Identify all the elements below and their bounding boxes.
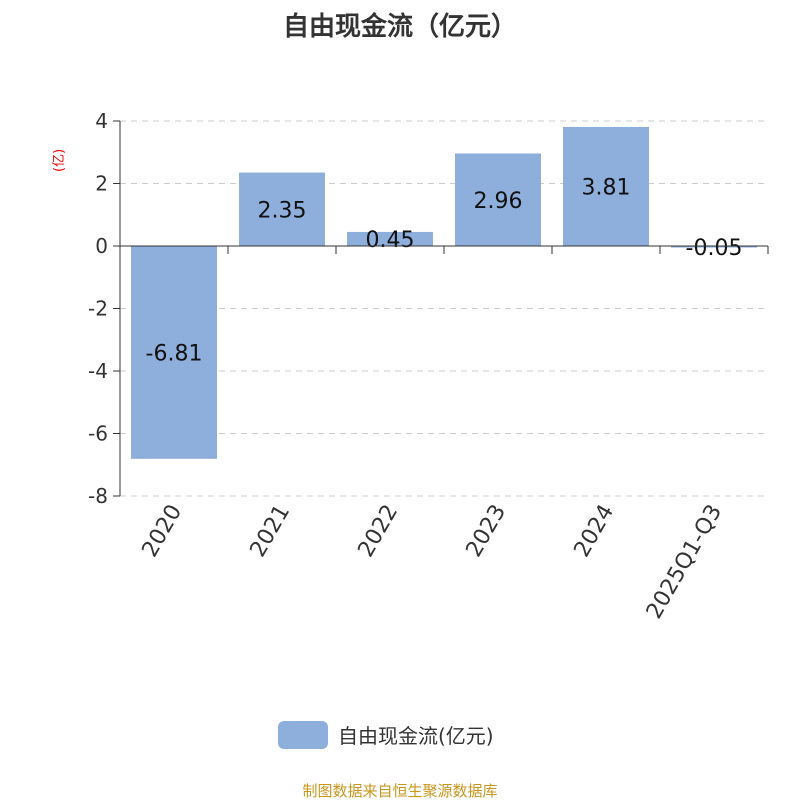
x-tick-label: 2020: [138, 501, 188, 562]
y-tick-label: 4: [95, 109, 108, 133]
x-tick-label: 2021: [246, 501, 296, 562]
bar-2025Q1-Q3: [671, 246, 757, 248]
data-label: 2.35: [258, 198, 307, 223]
data-label: 0.45: [366, 228, 415, 253]
y-tick-label: -2: [88, 297, 108, 321]
y-tick-label: -6: [88, 422, 108, 446]
bar-2023: [455, 153, 541, 246]
chart-title: 自由现金流（亿元）: [282, 12, 517, 42]
x-tick-label: 2023: [462, 501, 512, 562]
source-note: 制图数据来自恒生聚源数据库: [302, 782, 498, 800]
y-tick-label: 0: [95, 234, 108, 258]
data-label: -0.05: [686, 236, 743, 261]
x-tick-label: 2024: [570, 501, 620, 562]
data-label: 3.81: [582, 175, 631, 200]
legend-swatch: [278, 720, 328, 749]
bar-2020: [131, 246, 217, 459]
x-tick-label: 2022: [354, 501, 404, 562]
legend[interactable]: 自由现金流(亿元): [278, 720, 494, 749]
y-tick-label: -4: [88, 359, 108, 383]
bar-2024: [563, 126, 649, 246]
bar-2022: [347, 231, 433, 246]
data-label: -6.81: [146, 341, 203, 366]
y-tick-label: -8: [88, 484, 108, 508]
bar-2021: [239, 172, 325, 246]
legend-label: 自由现金流(亿元): [338, 724, 494, 748]
data-label: 2.96: [474, 189, 523, 214]
x-tick-label: 2025Q1-Q3: [642, 501, 727, 624]
y-tick-label: 2: [95, 172, 108, 196]
